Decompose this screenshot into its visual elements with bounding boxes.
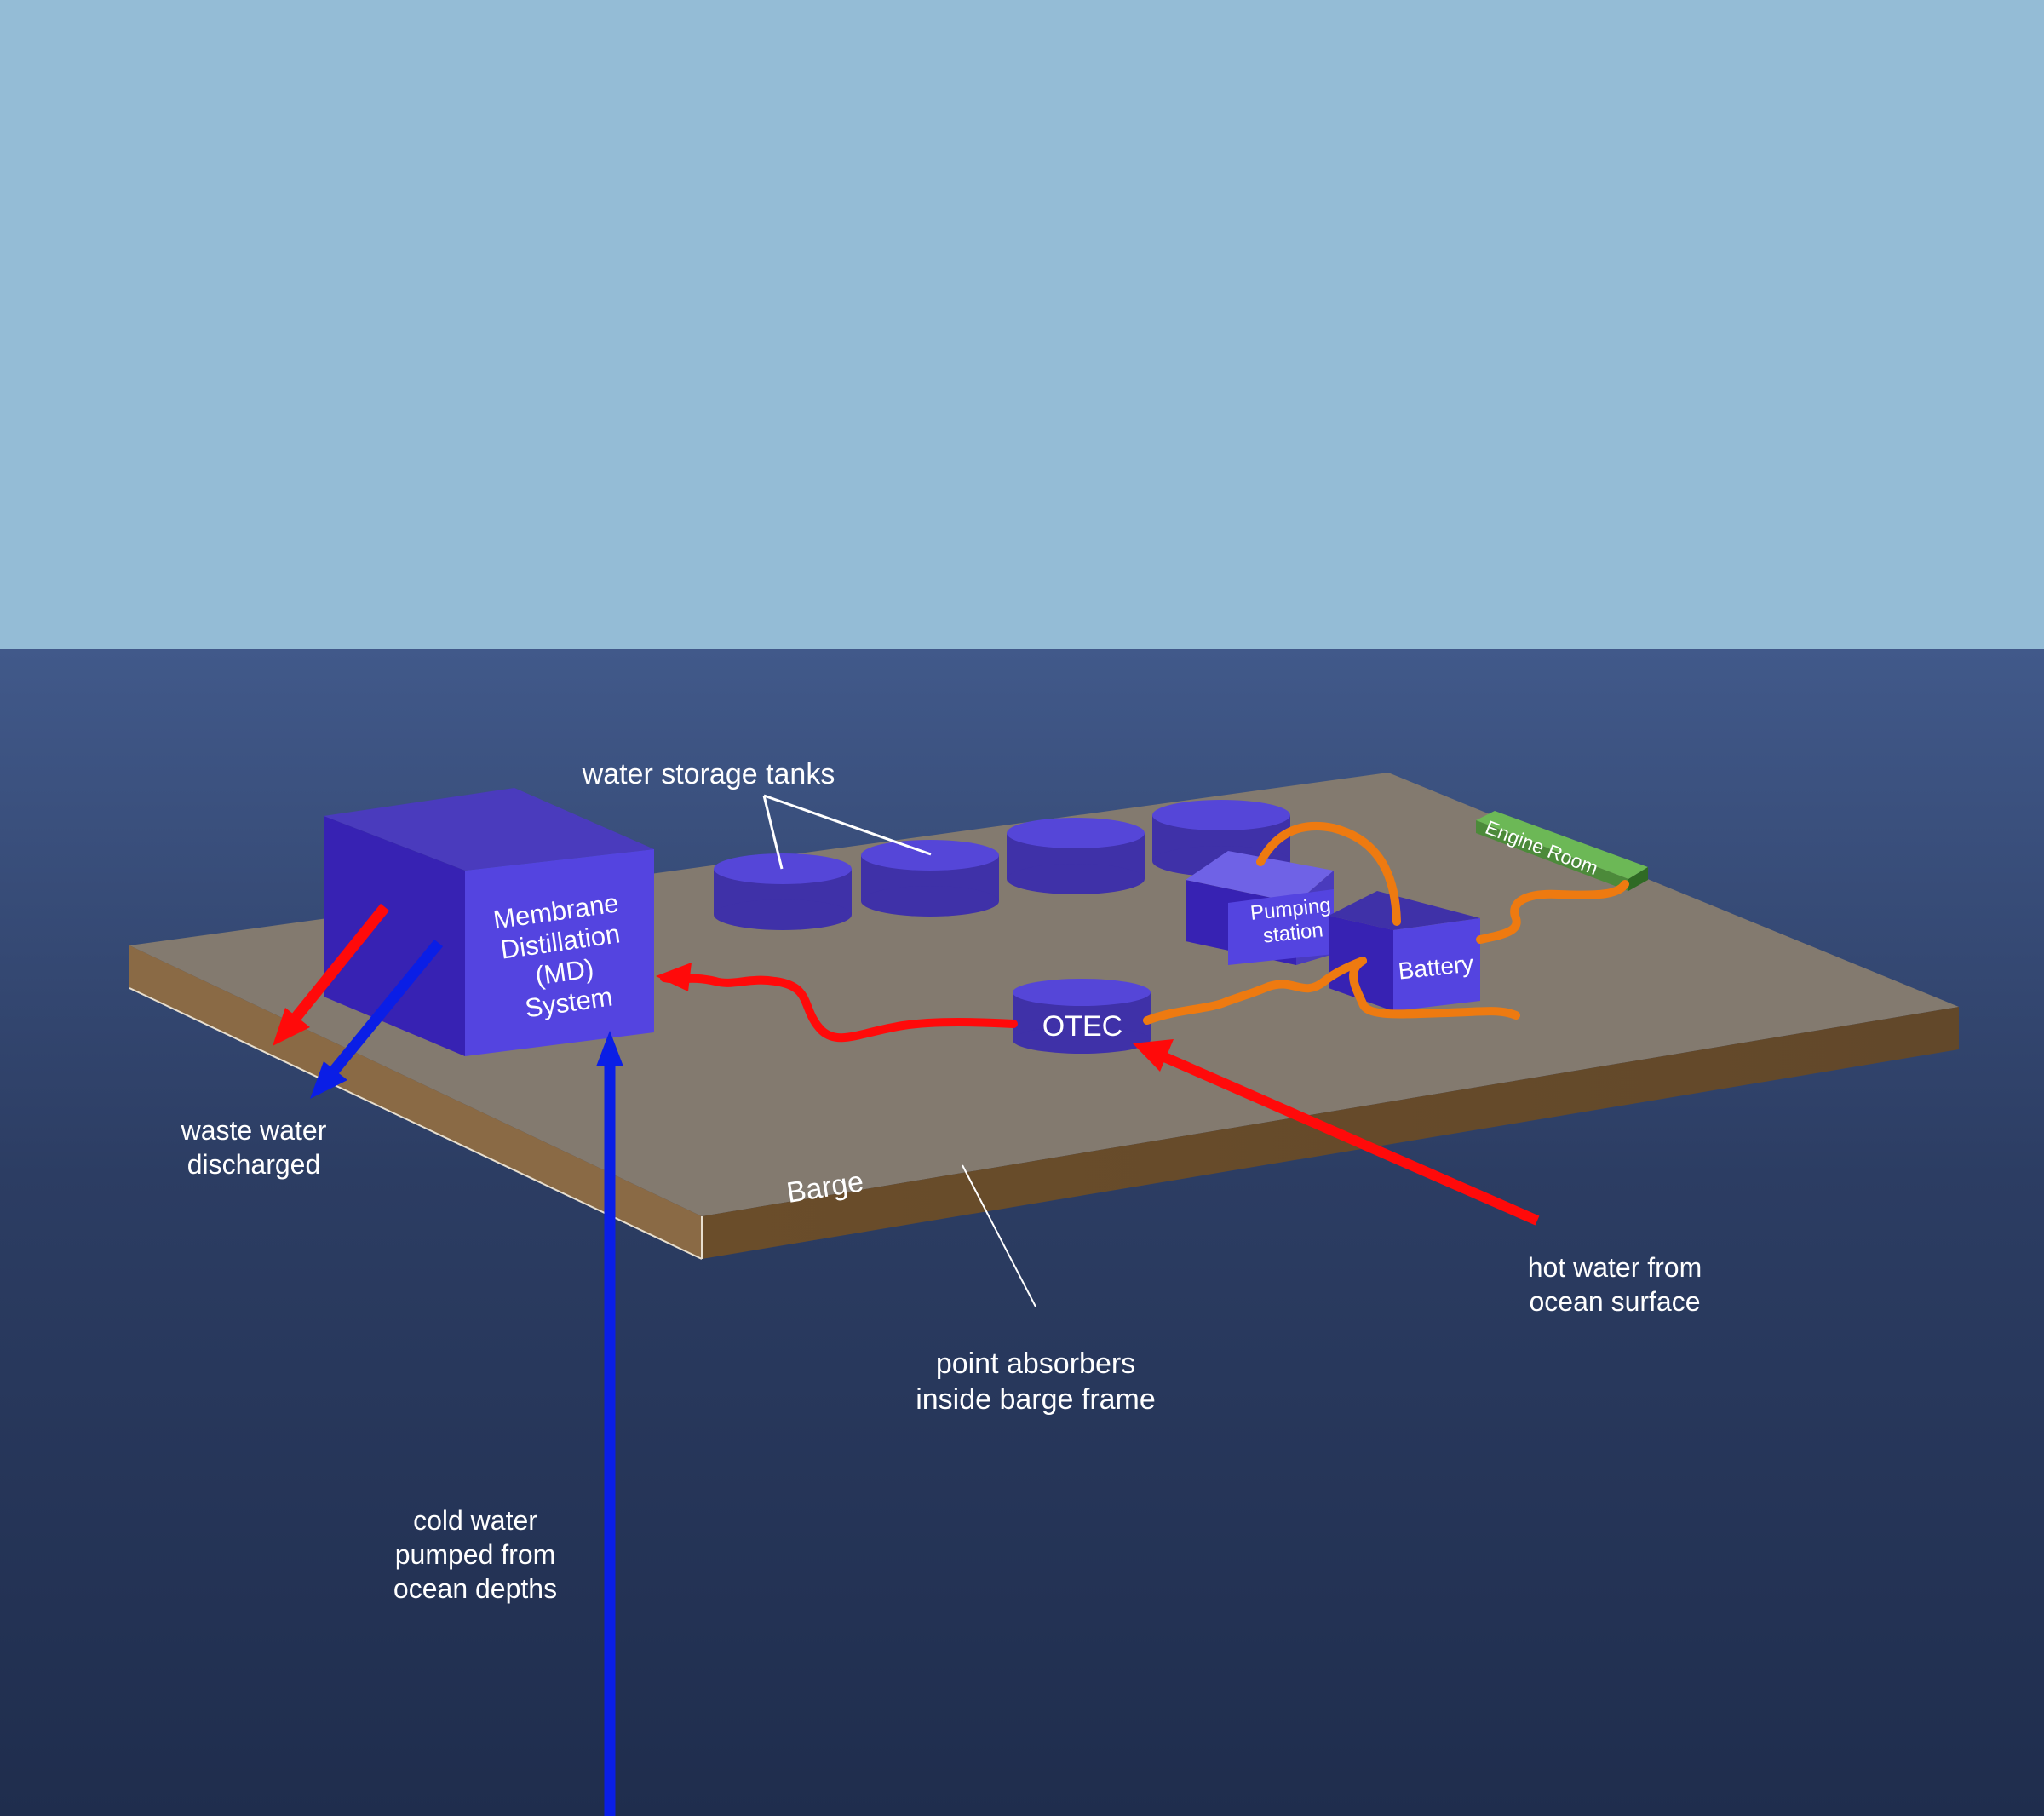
- md-box-front: [465, 849, 654, 1056]
- waste-water-label-line2: discharged: [187, 1149, 321, 1180]
- cold-water-label-line3: ocean depths: [393, 1573, 557, 1604]
- md-system-box: [324, 788, 654, 1056]
- power-cable: [1143, 957, 1367, 1025]
- waste-hot-arrow: [273, 903, 390, 1046]
- battery-front: [1393, 918, 1480, 1011]
- waste-water-label-line1: waste water: [181, 1115, 327, 1146]
- power-cable: [1476, 880, 1629, 944]
- water-storage-tanks-label: water storage tanks: [582, 758, 835, 790]
- pumping-station-box: [1186, 851, 1334, 965]
- barge-left-side: [129, 945, 702, 1259]
- power-cable: [1256, 821, 1401, 926]
- sky: [0, 0, 2044, 649]
- battery-box: [1329, 891, 1480, 1011]
- otec-label: OTEC: [1042, 1010, 1122, 1043]
- cold-water-label-line1: cold water: [413, 1505, 537, 1536]
- hot-water-hose-arrowhead: [656, 963, 692, 991]
- tank-leader-line: [762, 795, 784, 870]
- power-cable: [1349, 957, 1520, 1020]
- waste-cold-arrow: [310, 939, 444, 1099]
- hot-water-hose: [656, 963, 1018, 1043]
- md-box-top: [324, 788, 654, 871]
- storage-tank: [1007, 818, 1145, 894]
- pumping-station-front: [1228, 889, 1334, 965]
- md-box-side: [324, 816, 465, 1056]
- cold-water-intake-arrow: [596, 1031, 623, 1816]
- power-cables: [1143, 821, 1629, 1025]
- engine-room: [1476, 811, 1648, 891]
- hot-water-label-line1: hot water from: [1528, 1252, 1702, 1283]
- storage-tank: [861, 840, 999, 917]
- storage-tank: [714, 853, 852, 930]
- tank-leader-line: [763, 794, 932, 856]
- hot-water-intake-arrow: [1133, 1039, 1540, 1226]
- hot-water-label-line2: ocean surface: [1529, 1286, 1700, 1317]
- absorbers-leader-line: [962, 1164, 1036, 1307]
- point-absorbers-label-line2: inside barge frame: [916, 1383, 1156, 1416]
- otec-unit: [1013, 979, 1151, 1054]
- cold-water-label-line2: pumped from: [395, 1539, 556, 1570]
- point-absorbers-label-line1: point absorbers: [936, 1348, 1135, 1380]
